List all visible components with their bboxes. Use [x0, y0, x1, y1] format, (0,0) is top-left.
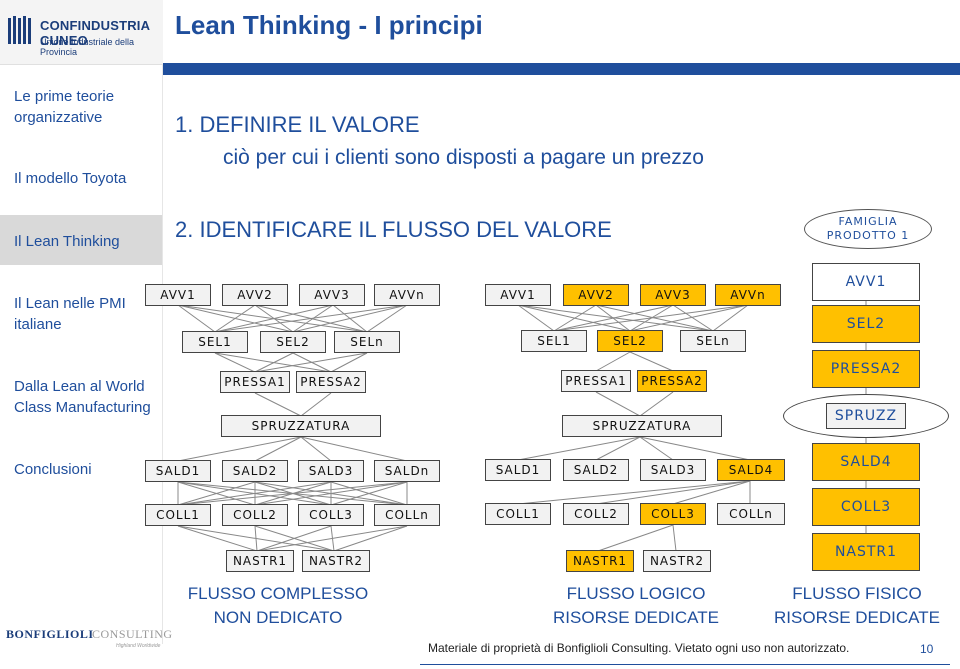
physical-pressa2: PRESSA2	[812, 350, 920, 388]
nav-item-label: Dalla Lean al World Class Manufacturing	[14, 378, 151, 416]
logical-colln: COLLn	[717, 503, 785, 525]
complex-avvn: AVVn	[374, 284, 440, 306]
complex-caption-line2: NON DEDICATO	[213, 608, 343, 627]
logical-coll3: COLL3	[640, 503, 706, 525]
brand-bonfiglioli: BONFIGLIOLI	[6, 627, 94, 641]
complex-caption-line1: FLUSSO COMPLESSO	[187, 584, 369, 603]
complex-spruzzatura: SPRUZZATURA	[221, 415, 381, 437]
brand-tagline: Highland Worldwide	[116, 643, 161, 649]
physical-caption: FLUSSO FISICO RISORSE DEDICATE	[762, 582, 952, 630]
nav-item-lean-thinking[interactable]: Il Lean Thinking	[0, 215, 163, 265]
bonfiglioli-logo: BONFIGLIOLI CONSULTING Highland Worldwid…	[6, 625, 172, 669]
complex-seln: SELn	[334, 331, 400, 353]
sidebar: CONFINDUSTRIA CUNEO Unione Industriale d…	[0, 0, 172, 669]
nav-item-label: Il modello Toyota	[14, 170, 127, 187]
physical-avv1: AVV1	[812, 263, 920, 301]
nav-item-lean-pmi[interactable]: Il Lean nelle PMI italiane	[0, 293, 150, 335]
step-2: 2. IDENTIFICARE IL FLUSSO DEL VALORE	[175, 217, 612, 242]
nav-item-modello-toyota[interactable]: Il modello Toyota	[0, 168, 163, 190]
complex-pressa2: PRESSA2	[296, 371, 366, 393]
confindustria-emblem-icon	[8, 16, 31, 44]
logical-nastr2: NASTR2	[643, 550, 711, 572]
physical-nastr1: NASTR1	[812, 533, 920, 571]
complex-sel1: SEL1	[182, 331, 248, 353]
logical-pressa1: PRESSA1	[561, 370, 631, 392]
logical-sel2: SEL2	[597, 330, 663, 352]
logical-seln: SELn	[680, 330, 746, 352]
logical-sald2: SALD2	[563, 459, 629, 481]
famiglia-line1: FAMIGLIA	[838, 215, 898, 228]
complex-colln: COLLn	[374, 504, 440, 526]
confindustria-logo: CONFINDUSTRIA CUNEO Unione Industriale d…	[0, 0, 163, 65]
logical-pressa2: PRESSA2	[637, 370, 707, 392]
physical-spruzz-label: SPRUZZ	[825, 403, 907, 429]
famiglia-prodotto-badge: FAMIGLIA PRODOTTO 1	[804, 209, 932, 249]
physical-sel2: SEL2	[812, 305, 920, 343]
complex-avv1: AVV1	[145, 284, 211, 306]
brand-consulting: CONSULTING	[92, 627, 173, 641]
physical-sald4: SALD4	[812, 443, 920, 481]
nav-item-world-class[interactable]: Dalla Lean al World Class Manufacturing	[0, 376, 158, 418]
logical-sald3: SALD3	[640, 459, 706, 481]
logical-caption-line2: RISORSE DEDICATE	[553, 608, 719, 627]
title-bar	[163, 63, 960, 75]
complex-avv3: AVV3	[299, 284, 365, 306]
nav-item-conclusioni[interactable]: Conclusioni	[0, 459, 163, 481]
page-number: 10	[920, 642, 934, 656]
logical-avv3: AVV3	[640, 284, 706, 306]
logo-line1: CONFINDUSTRIA CUNEO	[40, 18, 150, 48]
logical-spruzzatura: SPRUZZATURA	[562, 415, 722, 437]
complex-nastr2: NASTR2	[302, 550, 370, 572]
logical-nastr1: NASTR1	[566, 550, 634, 572]
physical-coll3: COLL3	[812, 488, 920, 526]
complex-sel2: SEL2	[260, 331, 326, 353]
logical-sald4: SALD4	[717, 459, 785, 481]
logical-avv2: AVV2	[563, 284, 629, 306]
logical-coll2: COLL2	[563, 503, 629, 525]
complex-nastr1: NASTR1	[226, 550, 294, 572]
footer-line	[420, 664, 950, 665]
step-1-description: ciò per cui i clienti sono disposti a pa…	[223, 146, 704, 169]
logical-avv1: AVV1	[485, 284, 551, 306]
famiglia-line2: PRODOTTO 1	[826, 229, 910, 242]
complex-sald1: SALD1	[145, 460, 211, 482]
nav-item-label: Le prime teorie organizzative	[14, 88, 115, 126]
nav-item-label: Il Lean nelle PMI italiane	[14, 295, 126, 333]
physical-spruzz: SPRUZZ	[783, 394, 949, 438]
logical-sel1: SEL1	[521, 330, 587, 352]
footer-notice: Materiale di proprietà di Bonfiglioli Co…	[428, 641, 850, 655]
logical-avvn: AVVn	[715, 284, 781, 306]
nav-item-prime-teorie[interactable]: Le prime teorie organizzative	[0, 86, 163, 128]
complex-coll3: COLL3	[298, 504, 364, 526]
complex-avv2: AVV2	[222, 284, 288, 306]
physical-caption-line2: RISORSE DEDICATE	[774, 608, 940, 627]
logo-line2: Unione Industriale della Provincia	[40, 37, 135, 57]
logical-caption: FLUSSO LOGICO RISORSE DEDICATE	[536, 582, 736, 630]
sidebar-divider	[162, 64, 163, 644]
page-title: Lean Thinking - I principi	[175, 10, 483, 40]
logical-caption-line1: FLUSSO LOGICO	[566, 584, 706, 603]
step-1: 1. DEFINIRE IL VALORE	[175, 112, 420, 137]
complex-saldn: SALDn	[374, 460, 440, 482]
nav-item-label: Il Lean Thinking	[14, 233, 120, 250]
logical-sald1: SALD1	[485, 459, 551, 481]
complex-pressa1: PRESSA1	[220, 371, 290, 393]
logical-coll1: COLL1	[485, 503, 551, 525]
complex-coll1: COLL1	[145, 504, 211, 526]
complex-coll2: COLL2	[222, 504, 288, 526]
physical-caption-line1: FLUSSO FISICO	[792, 584, 922, 603]
complex-sald2: SALD2	[222, 460, 288, 482]
complex-caption: FLUSSO COMPLESSO NON DEDICATO	[178, 582, 378, 630]
nav-item-label: Conclusioni	[14, 461, 92, 478]
complex-sald3: SALD3	[298, 460, 364, 482]
